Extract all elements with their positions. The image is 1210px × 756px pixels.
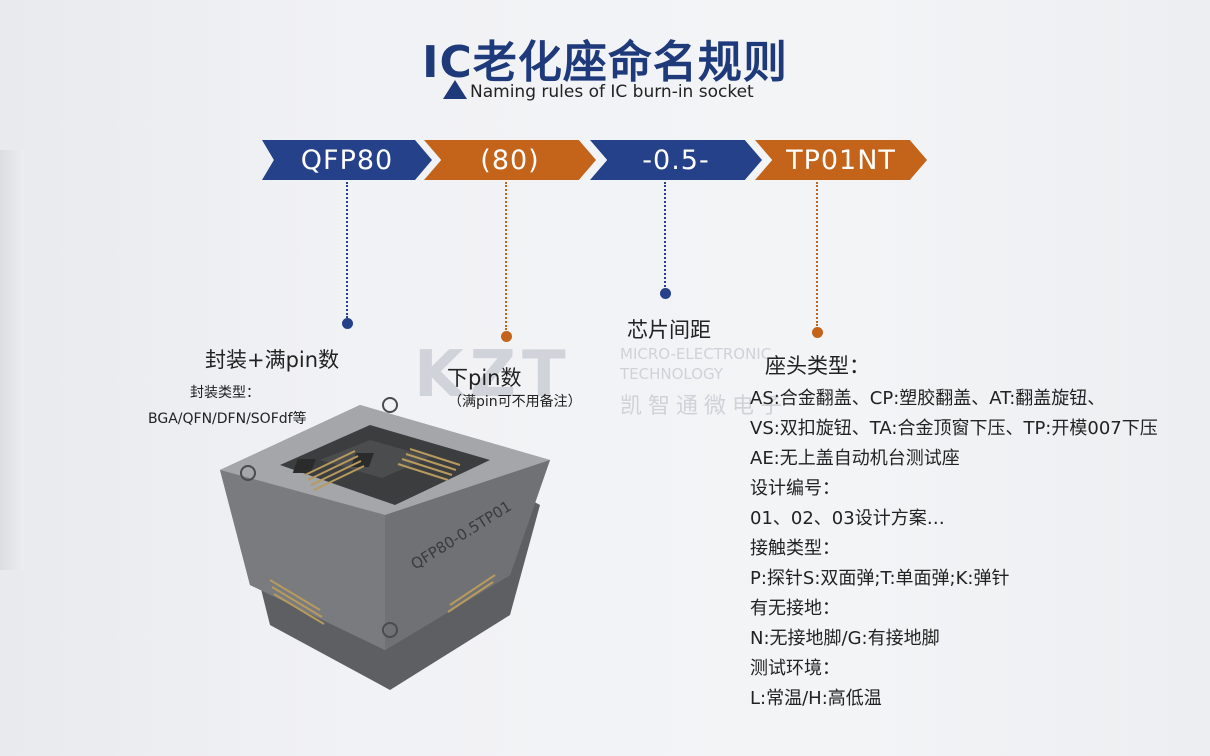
- detail-line: 测试环境：: [750, 658, 840, 679]
- segment-pin-count-text: (80): [480, 144, 540, 176]
- segment-package-text: QFP80: [300, 144, 394, 176]
- detail-line: L:常温/H:高低温: [750, 688, 882, 709]
- connector-pin-line: [505, 182, 507, 330]
- page-subtitle: Naming rules of IC burn-in socket: [470, 82, 754, 102]
- watermark-logo: KZT: [414, 338, 572, 412]
- package-label: 封装+满pin数: [205, 348, 340, 372]
- connector-pin-dot: [501, 331, 512, 342]
- segment-pitch-text: -0.5-: [642, 144, 710, 176]
- pin-label: 下pin数: [447, 366, 522, 390]
- head-type-details: AS:合金翻盖、CP:塑胶翻盖、AT:翻盖旋钮、 VS:双扣旋钮、TA:合金顶窗…: [750, 384, 1158, 714]
- pitch-label: 芯片间距: [627, 318, 711, 342]
- connector-head-dot: [812, 327, 823, 338]
- connector-pitch-line: [664, 182, 666, 287]
- detail-line: N:无接地脚/G:有接地脚: [750, 628, 940, 649]
- page-title: IC老化座命名规则: [422, 37, 788, 88]
- connector-head-line: [816, 182, 818, 326]
- triangle-icon: [443, 80, 467, 99]
- detail-line: 有无接地：: [750, 598, 840, 619]
- watermark-english-line1: MICRO-ELECTRONIC: [620, 345, 772, 363]
- segment-head-type-text: TP01NT: [786, 144, 896, 176]
- detail-line: VS:双扣旋钮、TA:合金顶窗下压、TP:开模007下压: [750, 418, 1158, 439]
- detail-line: AS:合金翻盖、CP:塑胶翻盖、AT:翻盖旋钮、: [750, 388, 1106, 409]
- detail-line: 接触类型：: [750, 538, 840, 559]
- watermark-english: MICRO-ELECTRONIC TECHNOLOGY: [620, 344, 820, 384]
- segment-head-type: TP01NT: [755, 140, 927, 180]
- detail-line: 设计编号：: [750, 478, 840, 499]
- head-type-label: 座头类型：: [765, 354, 870, 378]
- burn-in-socket-image: QFP80-0.5TP01: [220, 397, 550, 690]
- watermark-english-line2: TECHNOLOGY: [620, 365, 724, 383]
- detail-line: 01、02、03设计方案…: [750, 508, 945, 529]
- pin-note: （满pin可不用备注）: [448, 394, 582, 410]
- segment-pin-count: (80): [424, 140, 596, 180]
- detail-line: AE:无上盖自动机台测试座: [750, 448, 960, 469]
- connector-package-line: [346, 182, 348, 318]
- watermark-chinese: 凯智通微电子: [620, 394, 789, 419]
- segment-package: QFP80: [262, 140, 432, 180]
- detail-line: P:探针S:双面弹;T:单面弹;K:弹针: [750, 568, 1010, 589]
- connector-pitch-dot: [660, 288, 671, 299]
- watermark: KZT MICRO-ELECTRONIC TECHNOLOGY 凯智通微电子: [414, 338, 782, 419]
- package-type-title: 封装类型：: [190, 385, 260, 401]
- package-type-list: BGA/QFN/DFN/SOFdf等: [148, 411, 307, 427]
- segment-pitch: -0.5-: [590, 140, 762, 180]
- left-edge-shading: [0, 150, 24, 570]
- connector-package-dot: [342, 318, 353, 329]
